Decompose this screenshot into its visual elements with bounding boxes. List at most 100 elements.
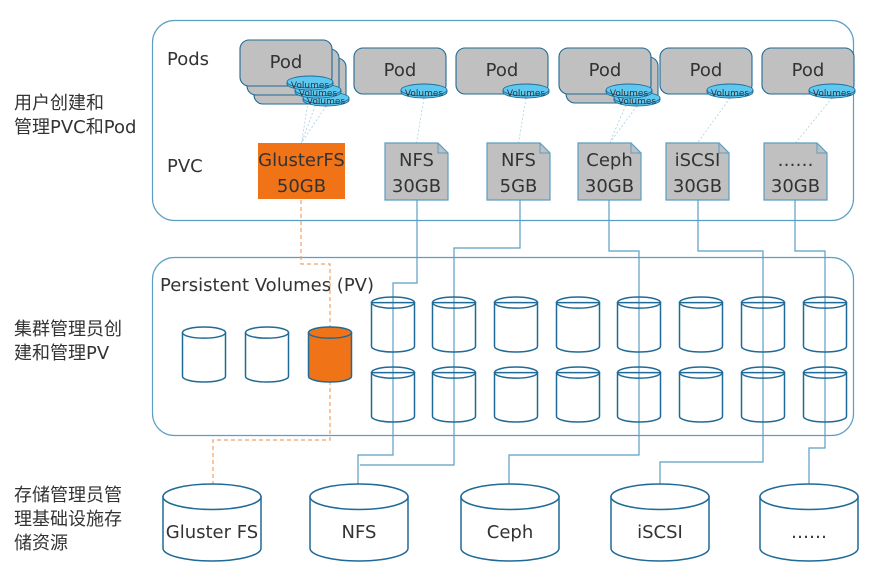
- pv-volume: [493, 366, 539, 423]
- pvc-type: GlusterFS: [258, 150, 345, 171]
- pv-volume: [678, 296, 724, 353]
- storage-cylinder: [162, 483, 262, 562]
- pods-group: PodVolumesVolumesVolumesPodVolumesPodVol…: [239, 39, 856, 107]
- link-glusterfs-dashed: [212, 200, 331, 492]
- pv-volume-bound-glusterfs: [307, 326, 353, 383]
- pod-pvc-link: [697, 97, 731, 144]
- pvc-fold-corner: [437, 143, 448, 154]
- pvc-row-label: PVC: [167, 156, 203, 177]
- storage-backend-label: Ceph: [487, 522, 533, 543]
- pvc-type: Ceph: [586, 150, 632, 171]
- storage-backend-label: Gluster FS: [166, 522, 258, 543]
- volumes-label: Volumes: [610, 89, 648, 99]
- cylinder-body: [431, 371, 477, 423]
- volumes-label: Volumes: [299, 89, 337, 99]
- cylinder-body: [740, 371, 786, 423]
- storage-backend[interactable]: NFS: [309, 483, 409, 562]
- pv-volume: [555, 366, 601, 423]
- pv-volume: [740, 366, 786, 423]
- pv-panel: [151, 256, 855, 437]
- volumes-label: Volumes: [813, 89, 851, 99]
- pod-label: Pod: [792, 60, 825, 81]
- storage-admin-line-3: 储资源: [14, 533, 68, 554]
- cylinder-top: [616, 366, 662, 379]
- cylinder-top: [610, 483, 710, 511]
- pvc-fold-corner: [816, 143, 827, 154]
- link-nfs5: [360, 200, 521, 466]
- cluster-admin-line-2: 建和管理PV: [14, 343, 110, 364]
- pod-box: [455, 47, 549, 95]
- pv-volume: [802, 296, 848, 353]
- pv-volume: [370, 366, 416, 423]
- cylinder-top: [162, 483, 262, 511]
- pvc-size: 50GB: [277, 176, 326, 197]
- pvc-box: [665, 142, 730, 201]
- cylinder-top: [181, 326, 227, 339]
- storage-backend-label: iSCSI: [637, 522, 683, 543]
- storage-backend[interactable]: iSCSI: [610, 483, 710, 562]
- cylinder-body: [162, 495, 262, 562]
- volumes-label: Volumes: [405, 89, 443, 99]
- storage-backend[interactable]: Gluster FS: [162, 483, 262, 562]
- pv-volume: [616, 366, 662, 423]
- pvc-fold-corner: [539, 143, 550, 154]
- cylinder-body: [610, 495, 710, 562]
- cylinder-top: [309, 483, 409, 511]
- cylinder-top: [555, 366, 601, 379]
- cluster-admin-line-1: 集群管理员创: [14, 319, 122, 340]
- volumes-icon: [286, 75, 334, 91]
- volumes-icon: [400, 83, 448, 99]
- pv-volume: [740, 296, 786, 353]
- cylinder-top: [307, 326, 353, 339]
- pvc-size: 5GB: [500, 176, 538, 197]
- volumes-icon: [605, 83, 653, 99]
- cylinder-top: [740, 296, 786, 309]
- link-etc: [794, 200, 826, 484]
- cylinder-body: [555, 301, 601, 353]
- link-iscsi: [659, 200, 764, 484]
- pvc-glusterfs-highlighted[interactable]: GlusterFS 50GB: [258, 143, 345, 199]
- pod-box: [761, 47, 855, 95]
- cylinder-body: [431, 301, 477, 353]
- storage-backend-label: ……: [791, 522, 827, 543]
- cylinder-body: [616, 301, 662, 353]
- cylinder-body: [802, 301, 848, 353]
- cylinder-body: [678, 301, 724, 353]
- cylinder-body: [493, 371, 539, 423]
- cylinder-body: [678, 371, 724, 423]
- pvc-group: GlusterFS50GBNFS30GBNFS5GBCeph30GBiSCSI3…: [258, 142, 828, 201]
- storage-cylinder: [460, 483, 560, 562]
- storage-backend-label: NFS: [342, 522, 377, 543]
- cylinder-top: [431, 366, 477, 379]
- cylinder-top: [759, 483, 859, 511]
- pod-box: [239, 39, 333, 87]
- storage-backend[interactable]: ……: [759, 483, 859, 562]
- pvc-size: 30GB: [771, 176, 820, 197]
- cylinder-top: [244, 326, 290, 339]
- user-role-label: 用户创建和 管理PVC和Pod: [14, 92, 136, 140]
- cylinder-body: [370, 371, 416, 423]
- user-role-line-1: 用户创建和: [14, 93, 104, 114]
- storage-backend[interactable]: Ceph: [460, 483, 560, 562]
- cylinder-body: [370, 301, 416, 353]
- storage-backends-group: Gluster FS NFS Ceph iSCSI ……: [162, 483, 859, 562]
- storage-admin-line-1: 存储管理员管: [14, 485, 122, 506]
- cylinder-body: [555, 371, 601, 423]
- cylinder-top: [502, 83, 550, 97]
- pv-group: [181, 296, 848, 423]
- cylinder-top: [802, 366, 848, 379]
- pod-label: Pod: [384, 60, 417, 81]
- pvc-document[interactable]: ……30GB: [763, 142, 828, 201]
- pvc-fold-corner: [630, 143, 641, 154]
- cylinder-top: [616, 296, 662, 309]
